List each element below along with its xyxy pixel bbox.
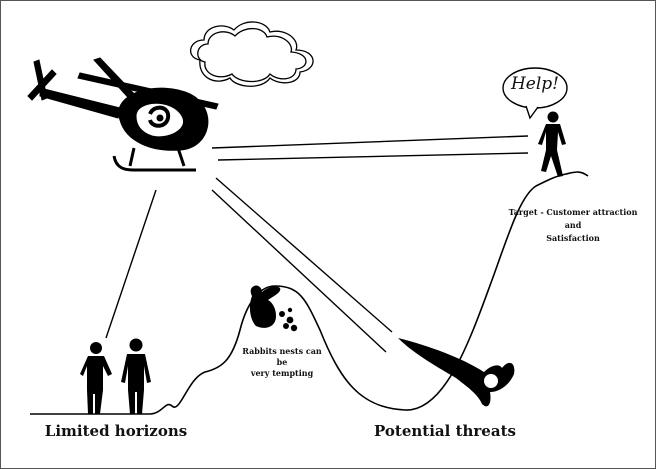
cloud-icon — [190, 21, 314, 87]
line-to-threats-lower — [211, 189, 387, 353]
person-icon-target — [538, 111, 566, 177]
rabbit-label-line1: Rabbits nests can be — [242, 346, 322, 367]
line-to-threats-upper — [215, 177, 393, 333]
rocket-icon — [398, 338, 515, 407]
line-to-target-lower — [217, 152, 529, 161]
helicopter-icon — [27, 57, 219, 172]
rabbit-icon — [249, 285, 298, 332]
person-icon-left — [80, 342, 112, 414]
target-label: Target - Customer attraction and Satisfa… — [508, 206, 638, 245]
line-to-target-upper — [211, 135, 529, 149]
terrain-line — [30, 171, 589, 415]
target-label-line1: Target - Customer attraction — [508, 207, 638, 217]
speech-bubble — [502, 67, 568, 120]
target-label-line2: and — [564, 220, 582, 230]
line-to-limited-horizons — [105, 189, 157, 339]
speech-bubble-text: Help! — [510, 74, 560, 94]
potential-threats-label: Potential threats — [374, 422, 516, 440]
limited-horizons-label: Limited horizons — [44, 422, 188, 440]
target-label-line3: Satisfaction — [546, 233, 600, 243]
rabbit-label-line2: very tempting — [250, 368, 314, 378]
rabbit-label: Rabbits nests can be very tempting — [236, 346, 328, 379]
person-icon-right — [121, 338, 151, 414]
